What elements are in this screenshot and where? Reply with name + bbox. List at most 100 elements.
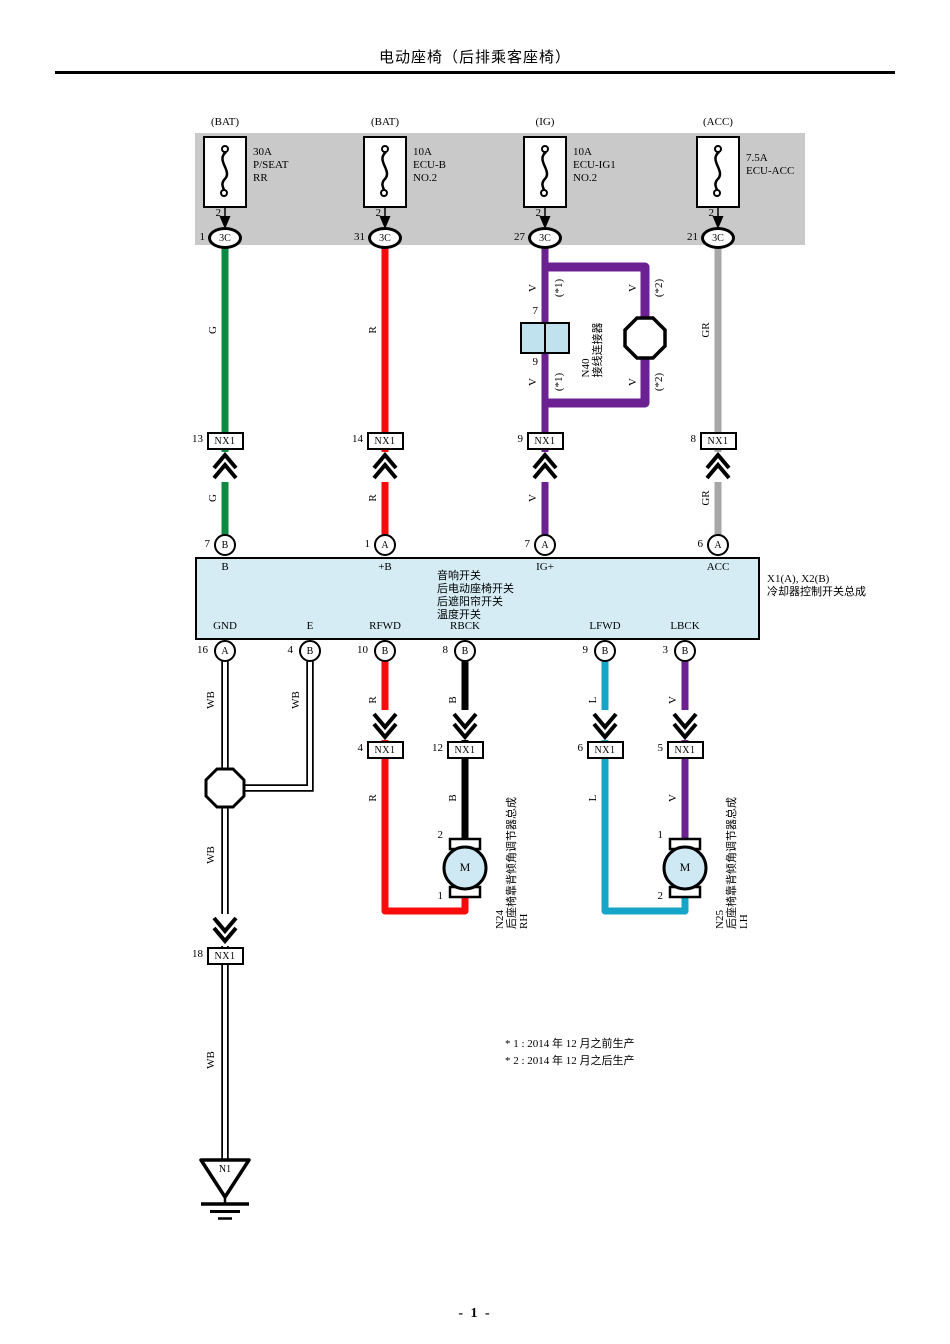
connector-3c-pin: 1 xyxy=(199,231,206,243)
block-pin-circle-lbck: B xyxy=(674,640,696,662)
nx1-box-6: NX1 xyxy=(586,741,624,759)
wire-label-r: R xyxy=(367,794,379,802)
wire-label-wb: WB xyxy=(205,1051,217,1069)
fuse-pin-number: 2 xyxy=(535,207,542,219)
fuse-symbol-icon xyxy=(220,145,229,197)
switch-assembly-block xyxy=(195,557,760,640)
wire-label-wb: WB xyxy=(290,691,302,709)
block-pin-number: 16 xyxy=(197,644,208,656)
wire-red-rfwd xyxy=(381,658,469,915)
nx1-box-12: NX1 xyxy=(446,741,484,759)
wire-label-gr: GR xyxy=(700,322,712,338)
note-star2: * 2 : 2014 年 12 月之后生产 xyxy=(505,1055,635,1067)
nx1-box-9: NX1 xyxy=(526,432,564,450)
block-pin-number: 10 xyxy=(357,644,368,656)
block-pin-number: 8 xyxy=(442,644,449,656)
junction-connector-n40-box xyxy=(520,322,570,354)
note-star1-ref: (*1) xyxy=(553,278,565,298)
motor-n25-pin-bottom: 2 xyxy=(657,890,664,902)
block-pin-circle-b: B xyxy=(214,534,236,556)
fuse-rating-label: 7.5A ECU-ACC xyxy=(746,152,795,177)
block-terminal-acc: ACC xyxy=(706,561,730,573)
block-pin-circle-rbck: B xyxy=(454,640,476,662)
wire-label-l: L xyxy=(587,696,599,704)
block-pin-number: 6 xyxy=(697,538,704,550)
fuse-source-label: (ACC) xyxy=(703,116,733,128)
nx1-pin-14: 14 xyxy=(352,433,363,445)
block-terminal-lfwd: LFWD xyxy=(589,620,621,632)
wire-label-v: V xyxy=(667,696,679,704)
page-title: 电动座椅（后排乘客座椅） xyxy=(378,50,572,66)
fuse-rating-label: 10A ECU-IG1 NO.2 xyxy=(573,146,616,184)
block-terminal-ig: IG+ xyxy=(536,561,554,573)
block-terminal-b: B xyxy=(221,561,229,573)
ground-point-n1 xyxy=(199,1158,251,1220)
nx1-pin-6: 6 xyxy=(577,742,584,754)
wire-cyan-lfwd xyxy=(601,658,689,915)
block-terminal-rbck: RBCK xyxy=(450,620,480,632)
nx1-pin-13: 13 xyxy=(192,433,203,445)
block-pin-number: 4 xyxy=(287,644,294,656)
inline-connector-chevrons-up xyxy=(212,451,731,482)
fuse-symbol-icon xyxy=(713,145,722,197)
nx1-pin-12: 12 xyxy=(432,742,443,754)
fuse-pin-number: 2 xyxy=(375,207,382,219)
nx1-pin-18: 18 xyxy=(192,948,203,960)
wire-label-r: R xyxy=(367,326,379,334)
block-terminal-rfwd: RFWD xyxy=(369,620,401,632)
wire-label-v: V xyxy=(527,284,539,292)
block-pin-circle-gnd: A xyxy=(214,640,236,662)
wire-label-b: B xyxy=(447,794,459,802)
wire-label-wb: WB xyxy=(205,846,217,864)
block-terminal-gnd: GND xyxy=(213,620,237,632)
motor-n24-label: N24 后座椅靠背倾角调节器总成 RH xyxy=(494,797,530,929)
wire-label-g: G xyxy=(207,326,219,334)
block-pin-circle-rfwd: B xyxy=(374,640,396,662)
connector-3c-oval: 3C xyxy=(701,227,735,249)
ground-code-n1: N1 xyxy=(218,1164,232,1175)
n40-box-divider xyxy=(543,324,547,352)
nx1-box-13: NX1 xyxy=(206,432,244,450)
connector-3c-oval: 3C xyxy=(528,227,562,249)
connector-3c-pin: 21 xyxy=(687,231,698,243)
wire-label-r: R xyxy=(367,494,379,502)
n40-pin-9: 9 xyxy=(532,356,539,368)
star2-octagon-connector xyxy=(623,316,667,360)
motor-symbol-m: M xyxy=(679,860,691,874)
block-pin-circle-acc: A xyxy=(707,534,729,556)
wire-wb-ground-runs xyxy=(221,658,314,1165)
nx1-pin-8: 8 xyxy=(690,433,697,445)
fuse-source-label: (BAT) xyxy=(210,116,240,128)
nx1-box-14: NX1 xyxy=(366,432,404,450)
block-pin-circle-bplus: A xyxy=(374,534,396,556)
motor-symbol-m: M xyxy=(459,860,471,874)
block-pin-circle-lfwd: B xyxy=(594,640,616,662)
fuse-rating-label: 10A ECU-B NO.2 xyxy=(413,146,446,184)
motor-n25 xyxy=(662,837,708,899)
wire-label-l: L xyxy=(587,794,599,802)
wire-label-v: V xyxy=(527,378,539,386)
connector-3c-pin: 27 xyxy=(514,231,525,243)
wire-label-v: V xyxy=(627,378,639,386)
block-terminal-bplus: +B xyxy=(378,561,392,573)
fuse-pin-number: 2 xyxy=(708,207,715,219)
motor-n24 xyxy=(442,837,488,899)
page-number: - 1 - xyxy=(458,1306,492,1321)
block-pin-number: 3 xyxy=(662,644,669,656)
nx1-box-5: NX1 xyxy=(666,741,704,759)
motor-n24-pin-top: 2 xyxy=(437,829,444,841)
ground-connector-chevron-down xyxy=(212,914,238,946)
fuse-box-pseat xyxy=(203,136,247,208)
fuse-box-ecuacc xyxy=(696,136,740,208)
connector-3c-oval: 3C xyxy=(368,227,402,249)
wire-label-wb: WB xyxy=(205,691,217,709)
nx1-pin-4: 4 xyxy=(357,742,364,754)
block-center-label: 音响开关 后电动座椅开关 后遮阳帘开关 温度开关 xyxy=(437,570,514,621)
nx1-box-8: NX1 xyxy=(699,432,737,450)
fuse-source-label: (IG) xyxy=(535,116,555,128)
fuse-source-label: (BAT) xyxy=(370,116,400,128)
n40-label: N40 接线连接器 xyxy=(580,322,604,378)
note-star1: * 1 : 2014 年 12 月之前生产 xyxy=(505,1038,635,1050)
